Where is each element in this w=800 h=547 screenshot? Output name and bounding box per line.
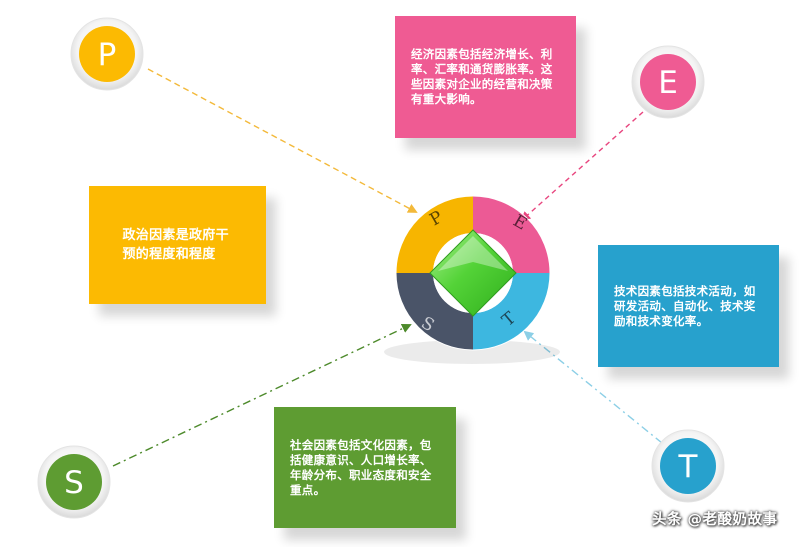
center-diamond xyxy=(429,229,517,317)
connector-t xyxy=(523,330,663,444)
ring-segment-t xyxy=(473,273,550,350)
social-factor-box: 社会因素包括文化因素，包括健康意识、人口增长率、年龄分布、职业态度和安全重点。 xyxy=(274,407,456,528)
circle-letter-s: S xyxy=(64,465,84,501)
circle-p: P xyxy=(70,17,144,91)
watermark: 头条 @老酸奶故事 xyxy=(652,512,778,528)
pest-ring: P E T S xyxy=(395,195,551,351)
connector-p xyxy=(147,68,418,213)
political-factor-text: 政治因素是政府干预的程度和程度 xyxy=(122,228,229,262)
ring-segment-p xyxy=(396,196,473,273)
connector-e xyxy=(520,111,644,222)
technological-factor-box: 技术因素包括技术活动，如研发活动、自动化、技术奖励和技术变化率。 xyxy=(598,245,779,367)
circle-t: T xyxy=(651,429,725,503)
technological-factor-text: 技术因素包括技术活动，如研发活动、自动化、技术奖励和技术变化率。 xyxy=(614,283,756,328)
circle-letter-e: E xyxy=(658,65,678,101)
ring-segment-s xyxy=(396,273,473,350)
economic-factor-text: 经济因素包括经济增长、利率、汇率和通货膨胀率。这些因素对企业的经营和决策有重大影… xyxy=(411,47,553,106)
ring-segment-e xyxy=(473,196,550,273)
political-factor-box: 政治因素是政府干预的程度和程度 xyxy=(89,186,266,304)
social-factor-text: 社会因素包括文化因素，包括健康意识、人口增长率、年龄分布、职业态度和安全重点。 xyxy=(290,437,432,497)
circle-e: E xyxy=(631,45,705,119)
circle-letter-t: T xyxy=(678,449,699,485)
connector-s xyxy=(112,323,412,467)
economic-factor-box: 经济因素包括经济增长、利率、汇率和通货膨胀率。这些因素对企业的经营和决策有重大影… xyxy=(395,16,576,138)
circle-letter-p: P xyxy=(98,37,117,73)
circle-s: S xyxy=(37,445,111,519)
